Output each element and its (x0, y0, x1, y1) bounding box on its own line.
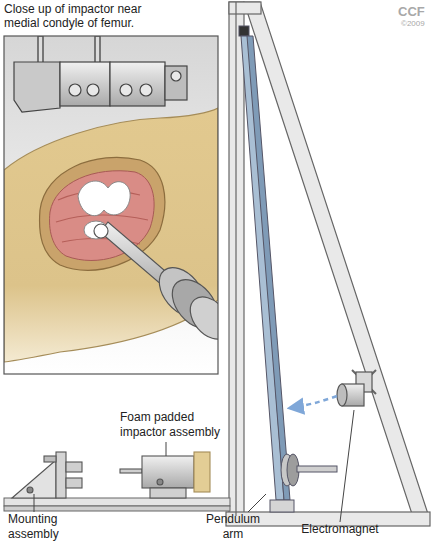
inset-closeup (4, 36, 218, 374)
part-label: Pendulum arm (200, 512, 266, 542)
pendulum-arm (241, 36, 284, 500)
pendulum-arm (247, 36, 290, 500)
part-label: Foam padded impactor assembly (120, 410, 226, 440)
impactor-rod (182, 289, 218, 346)
support-frame (229, 2, 261, 14)
impactor-assembly (142, 456, 194, 488)
electromagnet (337, 384, 347, 406)
leader-lines (340, 410, 354, 522)
impactor-assembly (120, 452, 210, 498)
leader-lines (248, 494, 266, 512)
inset-closeup (4, 36, 218, 374)
mounting-assembly (12, 460, 56, 498)
impactor-assembly (157, 479, 163, 485)
impactor-assembly (150, 488, 186, 498)
base-rail (4, 498, 230, 506)
femoral-condyle (78, 181, 130, 216)
inset-frame (4, 36, 218, 374)
leg-skin (4, 108, 218, 362)
watermark-text: ©2009 (401, 19, 431, 29)
mounting-assembly (44, 456, 56, 462)
mounting-assembly (12, 452, 82, 498)
pendulum-arm (239, 26, 337, 512)
incision-tissue (40, 157, 165, 270)
support-frame (235, 2, 236, 516)
leg-skin (4, 108, 218, 362)
part-label: Mounting assembly (8, 512, 78, 542)
pendulum-arm (297, 466, 337, 472)
inset-caption: Close up of impactor near medial condyle… (4, 2, 169, 31)
electromagnet (337, 370, 376, 406)
impactor-assembly (194, 452, 210, 492)
clamp-block (165, 66, 187, 100)
clamp-block (60, 62, 110, 106)
leader-lines (34, 494, 35, 512)
base-rail (4, 498, 230, 511)
swing-arrow (290, 396, 337, 408)
impactor-assembly (120, 469, 142, 473)
clamp-block (140, 84, 152, 96)
pendulum-arm (239, 26, 249, 36)
femoral-condyle (78, 181, 130, 239)
clamp-block (110, 62, 165, 106)
mounting-assembly (66, 462, 82, 472)
mounting-assembly (66, 478, 82, 488)
clamp-block (171, 71, 181, 81)
inset-panel: Close up of impactor near medial condyle… (4, 2, 218, 374)
pendulum-arm (270, 500, 294, 512)
clamp-block (120, 84, 132, 96)
base-rail (4, 506, 230, 511)
watermark-text: CCF (398, 4, 430, 20)
impactor-rod (94, 222, 218, 347)
clamp-block (87, 84, 99, 96)
part-label: Electromagnet (290, 522, 390, 537)
incision-tissue (40, 157, 165, 270)
leader-lines (34, 410, 354, 522)
mounting-assembly (27, 487, 33, 493)
support-frame (226, 2, 430, 526)
support-frame (229, 2, 244, 516)
femoral-condyle (84, 221, 108, 239)
clamp-block (14, 62, 187, 112)
mounting-assembly (56, 452, 66, 498)
leader-lines (166, 442, 167, 456)
clamp-block (69, 84, 81, 96)
impactor-rod (94, 224, 108, 238)
clamp-block (14, 62, 60, 112)
incision-tissue (50, 171, 155, 261)
